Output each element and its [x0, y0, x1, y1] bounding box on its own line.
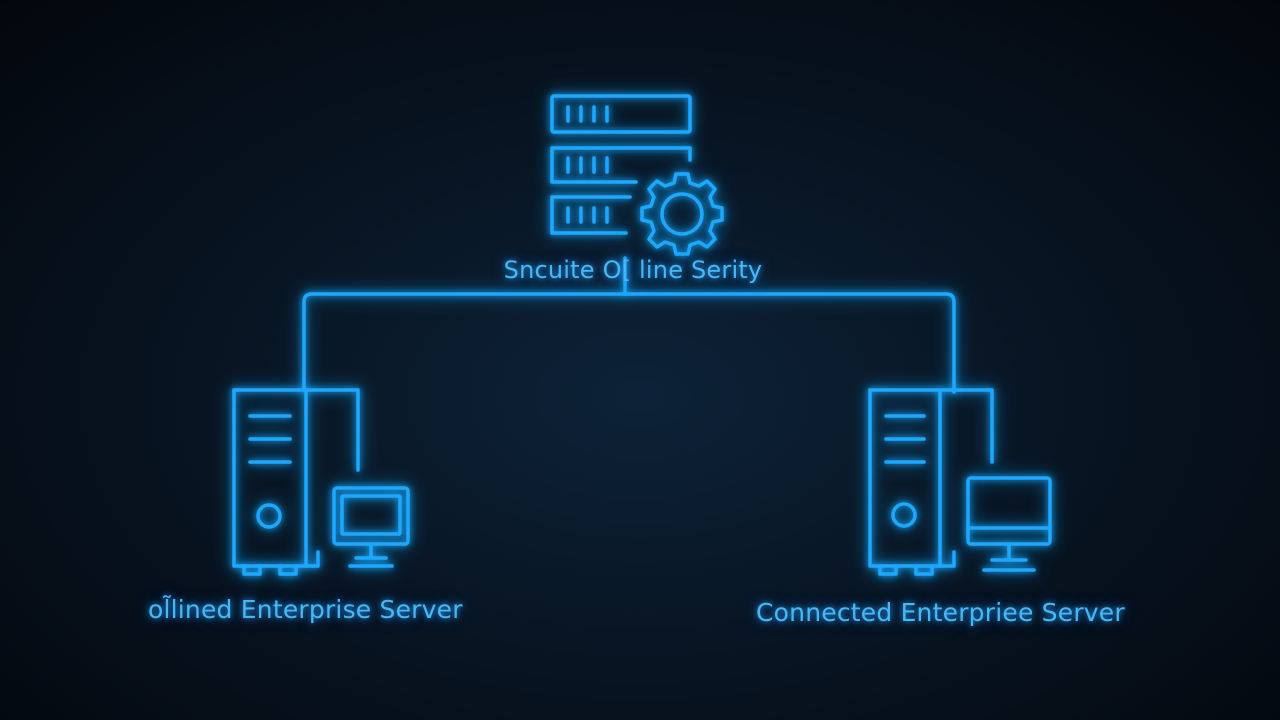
top-node-label: Sncuite O[ line Serity — [503, 256, 763, 284]
connector-lines — [302, 256, 956, 394]
left-tower-server-icon — [232, 388, 360, 576]
gear-icon — [640, 172, 724, 256]
left-node-label: ol̃lined Enterprise Server — [148, 595, 463, 624]
right-monitor-icon — [966, 476, 1052, 572]
connector-to-right-server — [623, 292, 956, 394]
right-tower-server-icon — [868, 388, 994, 576]
right-node-label: Connected Enterpriee Server — [756, 598, 1125, 627]
server-rack-icon — [550, 94, 692, 235]
connector-to-left-server — [302, 292, 627, 392]
left-monitor-icon — [332, 486, 410, 568]
